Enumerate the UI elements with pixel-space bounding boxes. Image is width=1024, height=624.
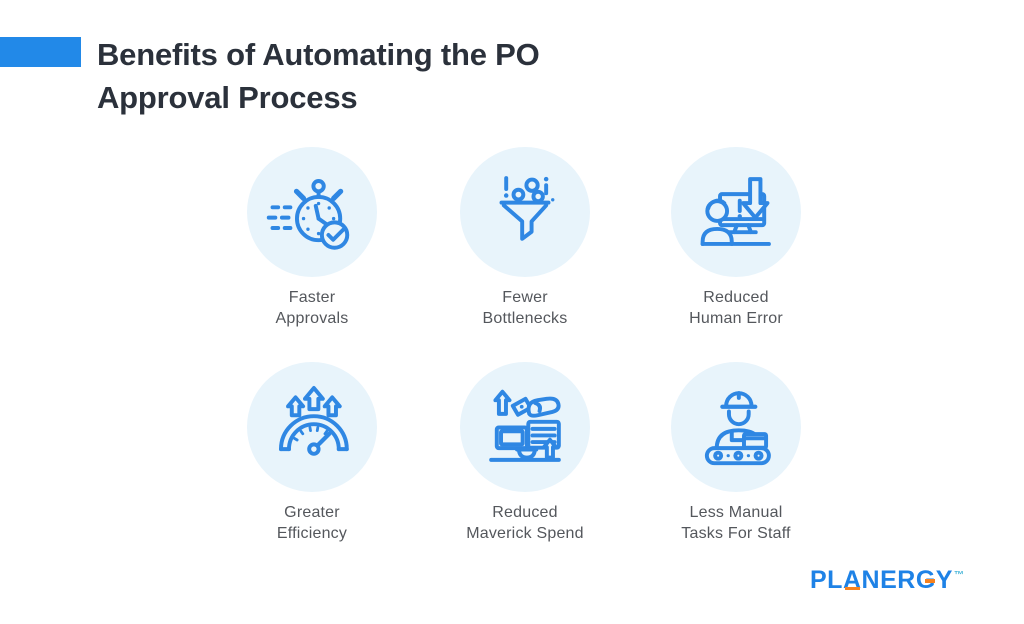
benefit-label-line1: Greater — [284, 504, 340, 521]
logo-text: Y — [935, 566, 953, 594]
page-title-line1: Benefits of Automating the PO — [97, 37, 540, 72]
benefit-icon-bubble — [671, 362, 801, 492]
stopwatch-check-icon — [266, 179, 350, 250]
benefit-icon-bubble — [247, 362, 377, 492]
page-title: Benefits of Automating the PO Approval Pr… — [97, 33, 540, 119]
benefit-label-line2: Bottlenecks — [482, 309, 568, 327]
logo-letter-g: G — [915, 566, 936, 594]
worker-conveyor-icon — [704, 391, 771, 466]
benefit-icon-bubble — [671, 147, 801, 277]
benefit-label-line2: Human Error — [689, 309, 783, 327]
title-accent-bar — [0, 37, 81, 67]
benefit-label-line2: Tasks For Staff — [681, 524, 791, 542]
logo-text: PL — [810, 566, 843, 594]
benefit-label-line1: Fewer — [502, 289, 548, 306]
benefit-label-line1: Less Manual — [689, 504, 783, 521]
trademark-symbol: ™ — [953, 570, 964, 581]
logo-text: NER — [861, 566, 916, 594]
benefit-icon-bubble — [460, 147, 590, 277]
logo-letter-a: A — [842, 566, 862, 594]
maverick-spend-icon — [489, 389, 561, 462]
benefit-icon-bubble — [460, 362, 590, 492]
benefit-label-line1: Reduced — [492, 504, 558, 521]
benefit-icon-bubble — [247, 147, 377, 277]
benefit-label-line2: Efficiency — [276, 524, 348, 542]
human-error-monitor-icon — [700, 177, 771, 246]
benefit-label-line2: Maverick Spend — [466, 524, 584, 542]
funnel-bottleneck-icon — [499, 176, 555, 241]
benefit-label-line1: Faster — [288, 289, 336, 306]
benefit-label-line2: Approvals — [275, 309, 349, 327]
efficiency-gauge-icon — [279, 386, 349, 456]
page-title-line2: Approval Process — [97, 80, 358, 115]
planergy-logo: PLANERGY™ — [810, 566, 964, 595]
benefit-label-line1: Reduced — [703, 289, 769, 306]
